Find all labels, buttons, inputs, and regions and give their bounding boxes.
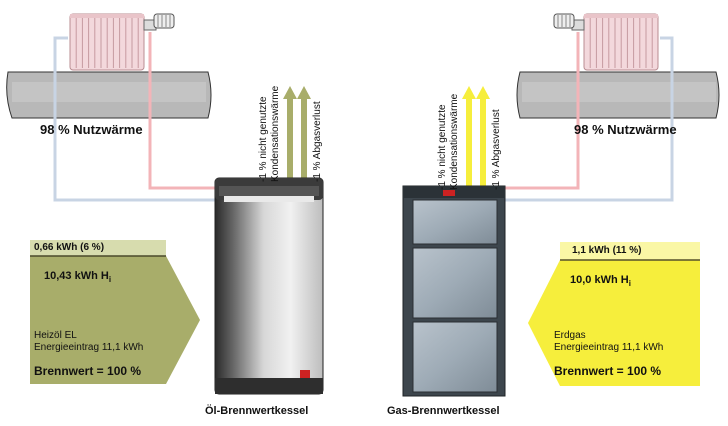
right-loss-exhaust: -1 % Abgasverlust (491, 109, 502, 190)
left-energy-input: Energieeintrag 11,1 kWh (34, 342, 144, 353)
right-heat-label: 98 % Nutzwärme (574, 122, 677, 137)
left-wall (6, 71, 212, 119)
left-energy-value: 10,43 kWh Hi (44, 270, 112, 285)
right-info-panel (528, 242, 700, 386)
right-loss-condensation-line2: Kondensationswärme (449, 93, 460, 190)
left-boiler-caption: Öl-Brennwertkessel (205, 405, 309, 417)
left-loss-condensation-line1: -1 % nicht genutzte (258, 96, 269, 182)
heat-arrow-icon (462, 86, 490, 190)
left-loss-exhaust: -1 % Abgasverlust (312, 101, 323, 182)
right-brennwert: Brennwert = 100 % (554, 364, 662, 378)
thermostat-valve-icon (553, 13, 585, 31)
thermostat-valve-icon (143, 13, 175, 31)
left-loss-condensation-line2: Kondensationswärme (270, 85, 281, 182)
radiator-icon (69, 13, 145, 71)
right-fuel: Erdgas (554, 330, 586, 341)
right-wall (516, 71, 720, 119)
left-heat-label: 98 % Nutzwärme (40, 122, 143, 137)
right-boiler-caption: Gas-Brennwertkessel (387, 405, 500, 417)
left-loss-small: 0,66 kWh (6 %) (34, 242, 105, 253)
left-info-panel (30, 240, 200, 384)
boiler-icon (214, 177, 324, 395)
right-pipes (497, 32, 674, 202)
left-brennwert: Brennwert = 100 % (34, 364, 142, 378)
right-loss-small: 1,1 kWh (11 %) (572, 245, 642, 256)
right-loss-condensation-line1: -1 % nicht genutzte (437, 104, 448, 190)
right-energy-input: Energieeintrag 11,1 kWh (554, 342, 664, 353)
boiler-icon (402, 185, 506, 397)
left-pipes (53, 32, 232, 202)
radiator-icon (583, 13, 659, 71)
heat-arrow-icon (283, 86, 311, 182)
left-fuel: Heizöl EL (34, 330, 77, 341)
right-energy-value: 10,0 kWh Hi (570, 274, 631, 289)
